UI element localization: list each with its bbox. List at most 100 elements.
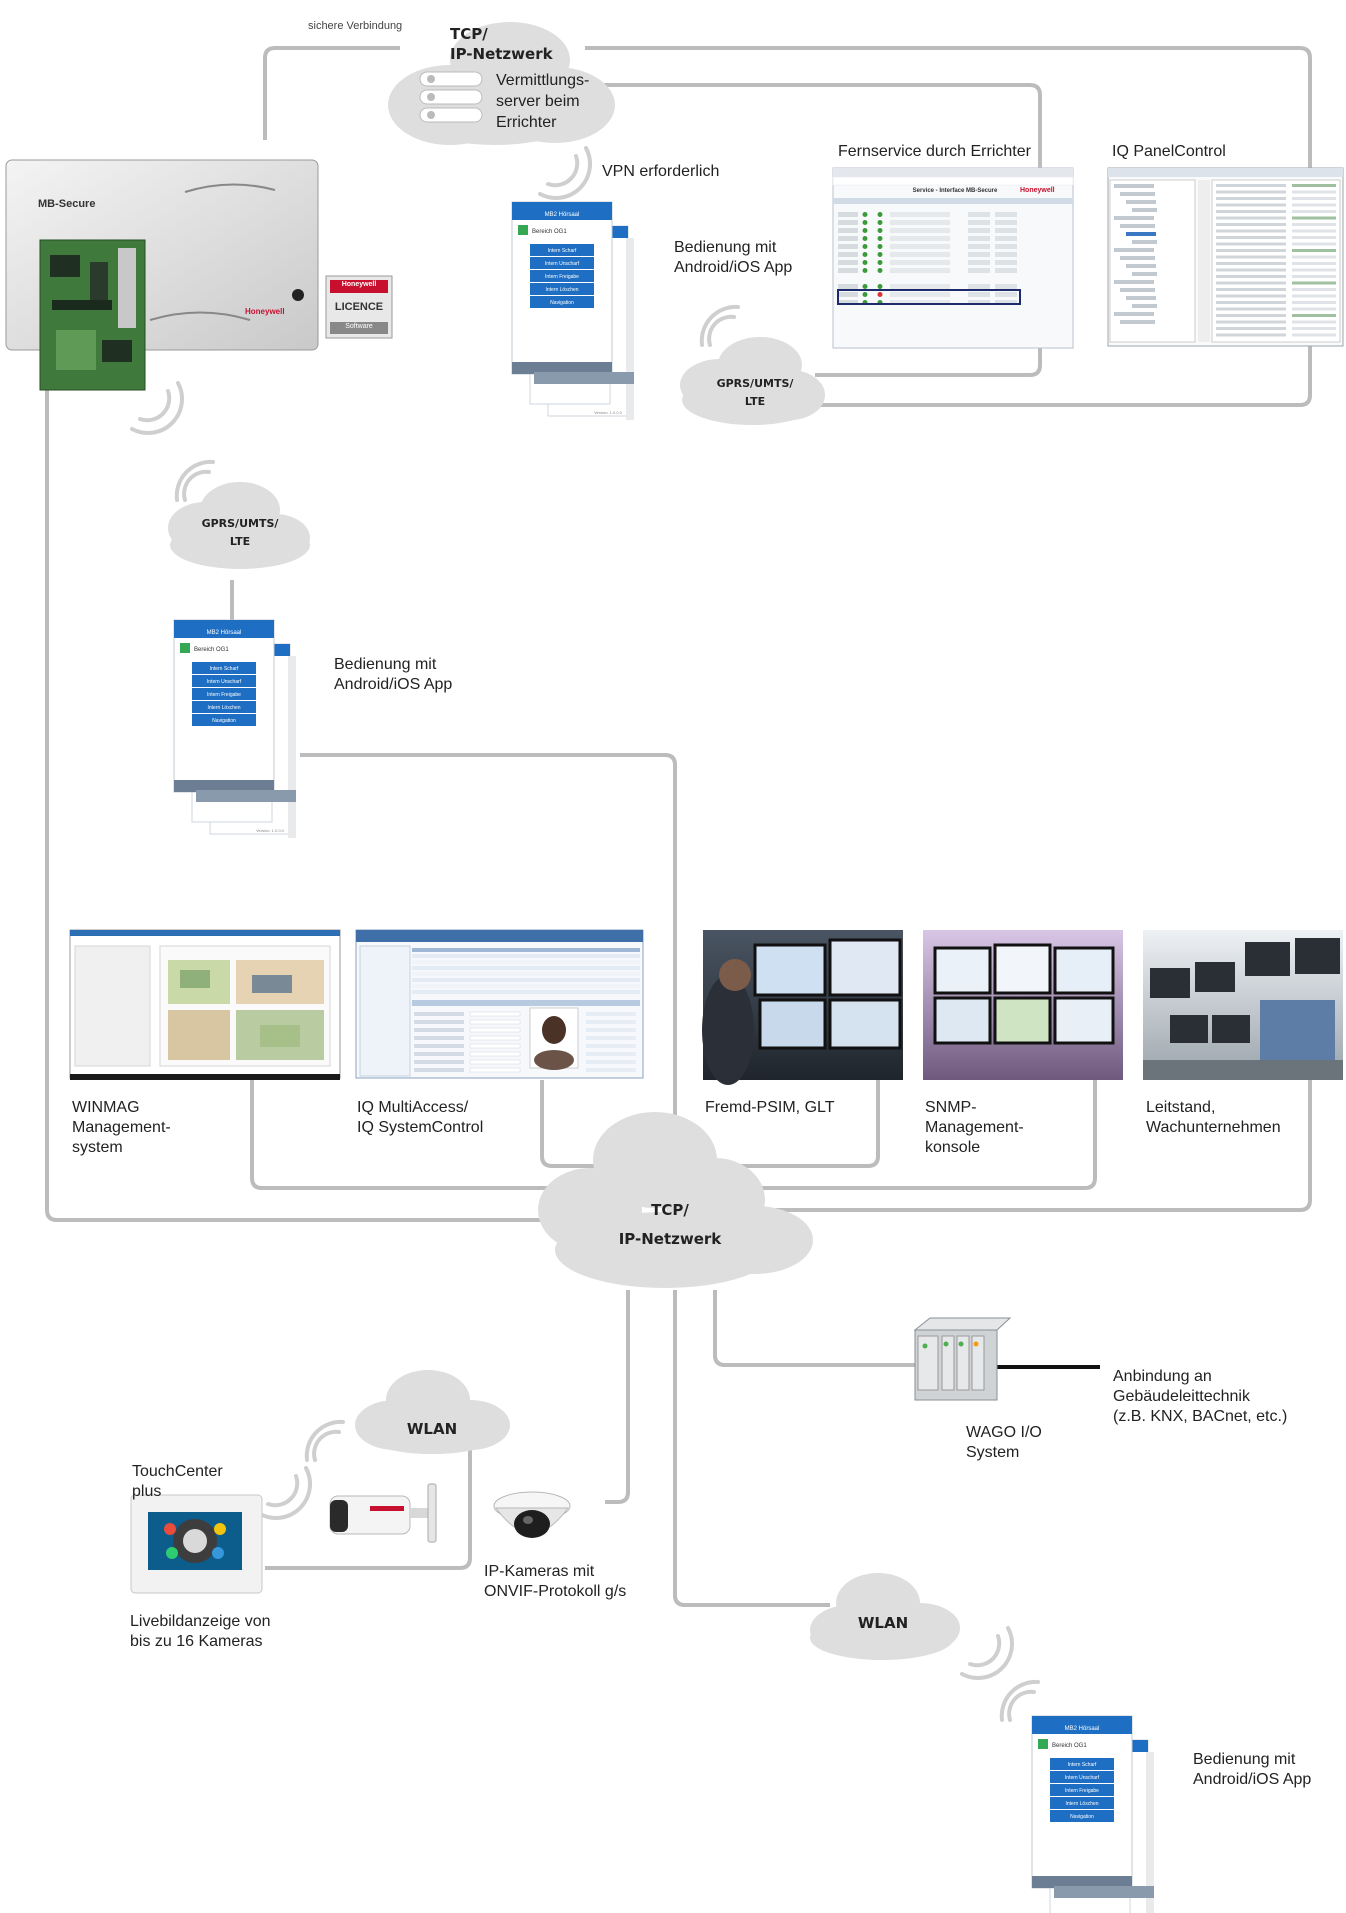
cloud-top bbox=[388, 22, 615, 145]
table-row bbox=[995, 252, 1017, 257]
grid-row bbox=[1292, 184, 1336, 187]
phone-menu-item-text: Intern Scharf bbox=[210, 666, 239, 672]
phone-menu-item-text: Navigation bbox=[212, 718, 236, 724]
wago-label: WAGO I/O System bbox=[966, 1424, 1042, 1461]
licence-maker-text: Honeywell bbox=[341, 281, 377, 288]
tree-item bbox=[1120, 320, 1155, 324]
multiaccess-screen bbox=[355, 929, 644, 1079]
table-row bbox=[890, 244, 950, 249]
tree-item bbox=[1126, 232, 1156, 236]
grid-row bbox=[1216, 236, 1286, 239]
phone-nav-bar bbox=[1032, 1876, 1132, 1888]
form-row bbox=[586, 1060, 636, 1064]
tree-item bbox=[1126, 264, 1156, 268]
phone-app-header bbox=[1032, 1716, 1132, 1734]
phone-menu-item-text: Intern Freigabe bbox=[545, 274, 579, 280]
status-dot bbox=[862, 252, 868, 257]
grid-row bbox=[1216, 281, 1286, 285]
table-row bbox=[838, 284, 858, 289]
area-icon bbox=[1038, 1739, 1048, 1749]
phone-menu-item-text: Intern Scharf bbox=[548, 248, 577, 254]
wago-io-device bbox=[913, 1317, 1012, 1401]
form-row bbox=[414, 1068, 464, 1072]
grid-row bbox=[1216, 288, 1286, 291]
form-field bbox=[469, 1051, 521, 1057]
line-panel-to-center bbox=[45, 390, 545, 1222]
grid-row bbox=[1292, 327, 1336, 330]
phone-area-text: Bereich OG1 bbox=[532, 229, 567, 235]
center-cloud-label: TCP/ IP-Netzwerk bbox=[618, 1201, 722, 1248]
table-row bbox=[838, 252, 858, 257]
gprs-right-label: GPRS/UMTS/ LTE bbox=[716, 377, 794, 408]
phone-menu-item-text: Navigation bbox=[550, 300, 574, 306]
grid-row bbox=[1292, 333, 1336, 337]
wireless-icon bbox=[304, 1419, 345, 1462]
status-dot bbox=[877, 292, 883, 297]
snmp-label: SNMP- Management- konsole bbox=[925, 1099, 1024, 1156]
phone-menu-item bbox=[530, 283, 594, 295]
grid-row bbox=[1292, 255, 1336, 259]
tree-item bbox=[1114, 280, 1154, 284]
control-room-photo bbox=[1143, 930, 1343, 1080]
phone-menu-item bbox=[530, 257, 594, 269]
table-row bbox=[412, 978, 640, 982]
phone-menu-item-text: Intern Unscharf bbox=[207, 679, 242, 685]
phone-menu-item bbox=[192, 701, 256, 713]
vpn-required-label: VPN erforderlich bbox=[602, 163, 720, 180]
grid-row bbox=[1216, 190, 1286, 194]
panel-maker-text: Honeywell bbox=[245, 307, 285, 316]
form-row bbox=[414, 1036, 464, 1040]
area-icon bbox=[180, 643, 190, 653]
grid-row bbox=[1292, 242, 1336, 246]
grid-row bbox=[1292, 216, 1336, 220]
grid-row bbox=[1292, 294, 1336, 298]
wlan-left-label: WLAN bbox=[406, 1420, 458, 1438]
form-row bbox=[586, 1044, 636, 1048]
grid-row bbox=[1292, 203, 1336, 207]
table-row bbox=[995, 268, 1017, 273]
status-dot bbox=[877, 220, 883, 225]
grid-row bbox=[1292, 268, 1336, 272]
grid-row bbox=[1292, 288, 1336, 291]
status-dot bbox=[877, 284, 883, 289]
status-dot bbox=[862, 228, 868, 233]
tree-item bbox=[1114, 248, 1154, 252]
line-app-to-center bbox=[300, 753, 677, 1175]
wireless-icon bbox=[538, 146, 592, 200]
grid-row bbox=[1292, 301, 1336, 304]
area-icon bbox=[518, 225, 528, 235]
grid-row bbox=[1216, 216, 1286, 220]
line-center-to-control-room bbox=[760, 1080, 1312, 1212]
app-bottom-label: Bedienung mit Android/iOS App bbox=[1193, 1751, 1312, 1788]
phone-menu-item-text: Intern Freigabe bbox=[1065, 1788, 1099, 1794]
table-row bbox=[968, 212, 990, 217]
grid-row bbox=[1292, 320, 1336, 324]
table-row bbox=[995, 236, 1017, 241]
multiaccess-label: IQ MultiAccess/ IQ SystemControl bbox=[357, 1099, 484, 1136]
table-row bbox=[995, 220, 1017, 225]
grid-row bbox=[1292, 229, 1336, 233]
phone-header-text: MB2 Hörsaal bbox=[207, 630, 242, 636]
phone-nav-bar bbox=[534, 372, 634, 384]
table-row bbox=[968, 292, 990, 297]
form-row bbox=[414, 1060, 464, 1064]
form-field bbox=[469, 1027, 521, 1033]
grid-row bbox=[1292, 281, 1336, 285]
status-dot bbox=[877, 260, 883, 265]
connection-lines bbox=[45, 46, 1312, 1607]
phone-nav-bar bbox=[174, 780, 274, 792]
status-dot bbox=[877, 236, 883, 241]
table-row bbox=[890, 228, 950, 233]
grid-row bbox=[1216, 242, 1286, 246]
form-field bbox=[469, 1011, 521, 1017]
table-row bbox=[412, 960, 640, 964]
relay-server-label: Vermittlungs- server beim Errichter bbox=[496, 72, 590, 131]
table-row bbox=[995, 260, 1017, 265]
grid-row bbox=[1292, 223, 1336, 226]
table-row bbox=[412, 966, 640, 970]
grid-row bbox=[1216, 229, 1286, 233]
table-row bbox=[995, 212, 1017, 217]
table-row bbox=[995, 228, 1017, 233]
